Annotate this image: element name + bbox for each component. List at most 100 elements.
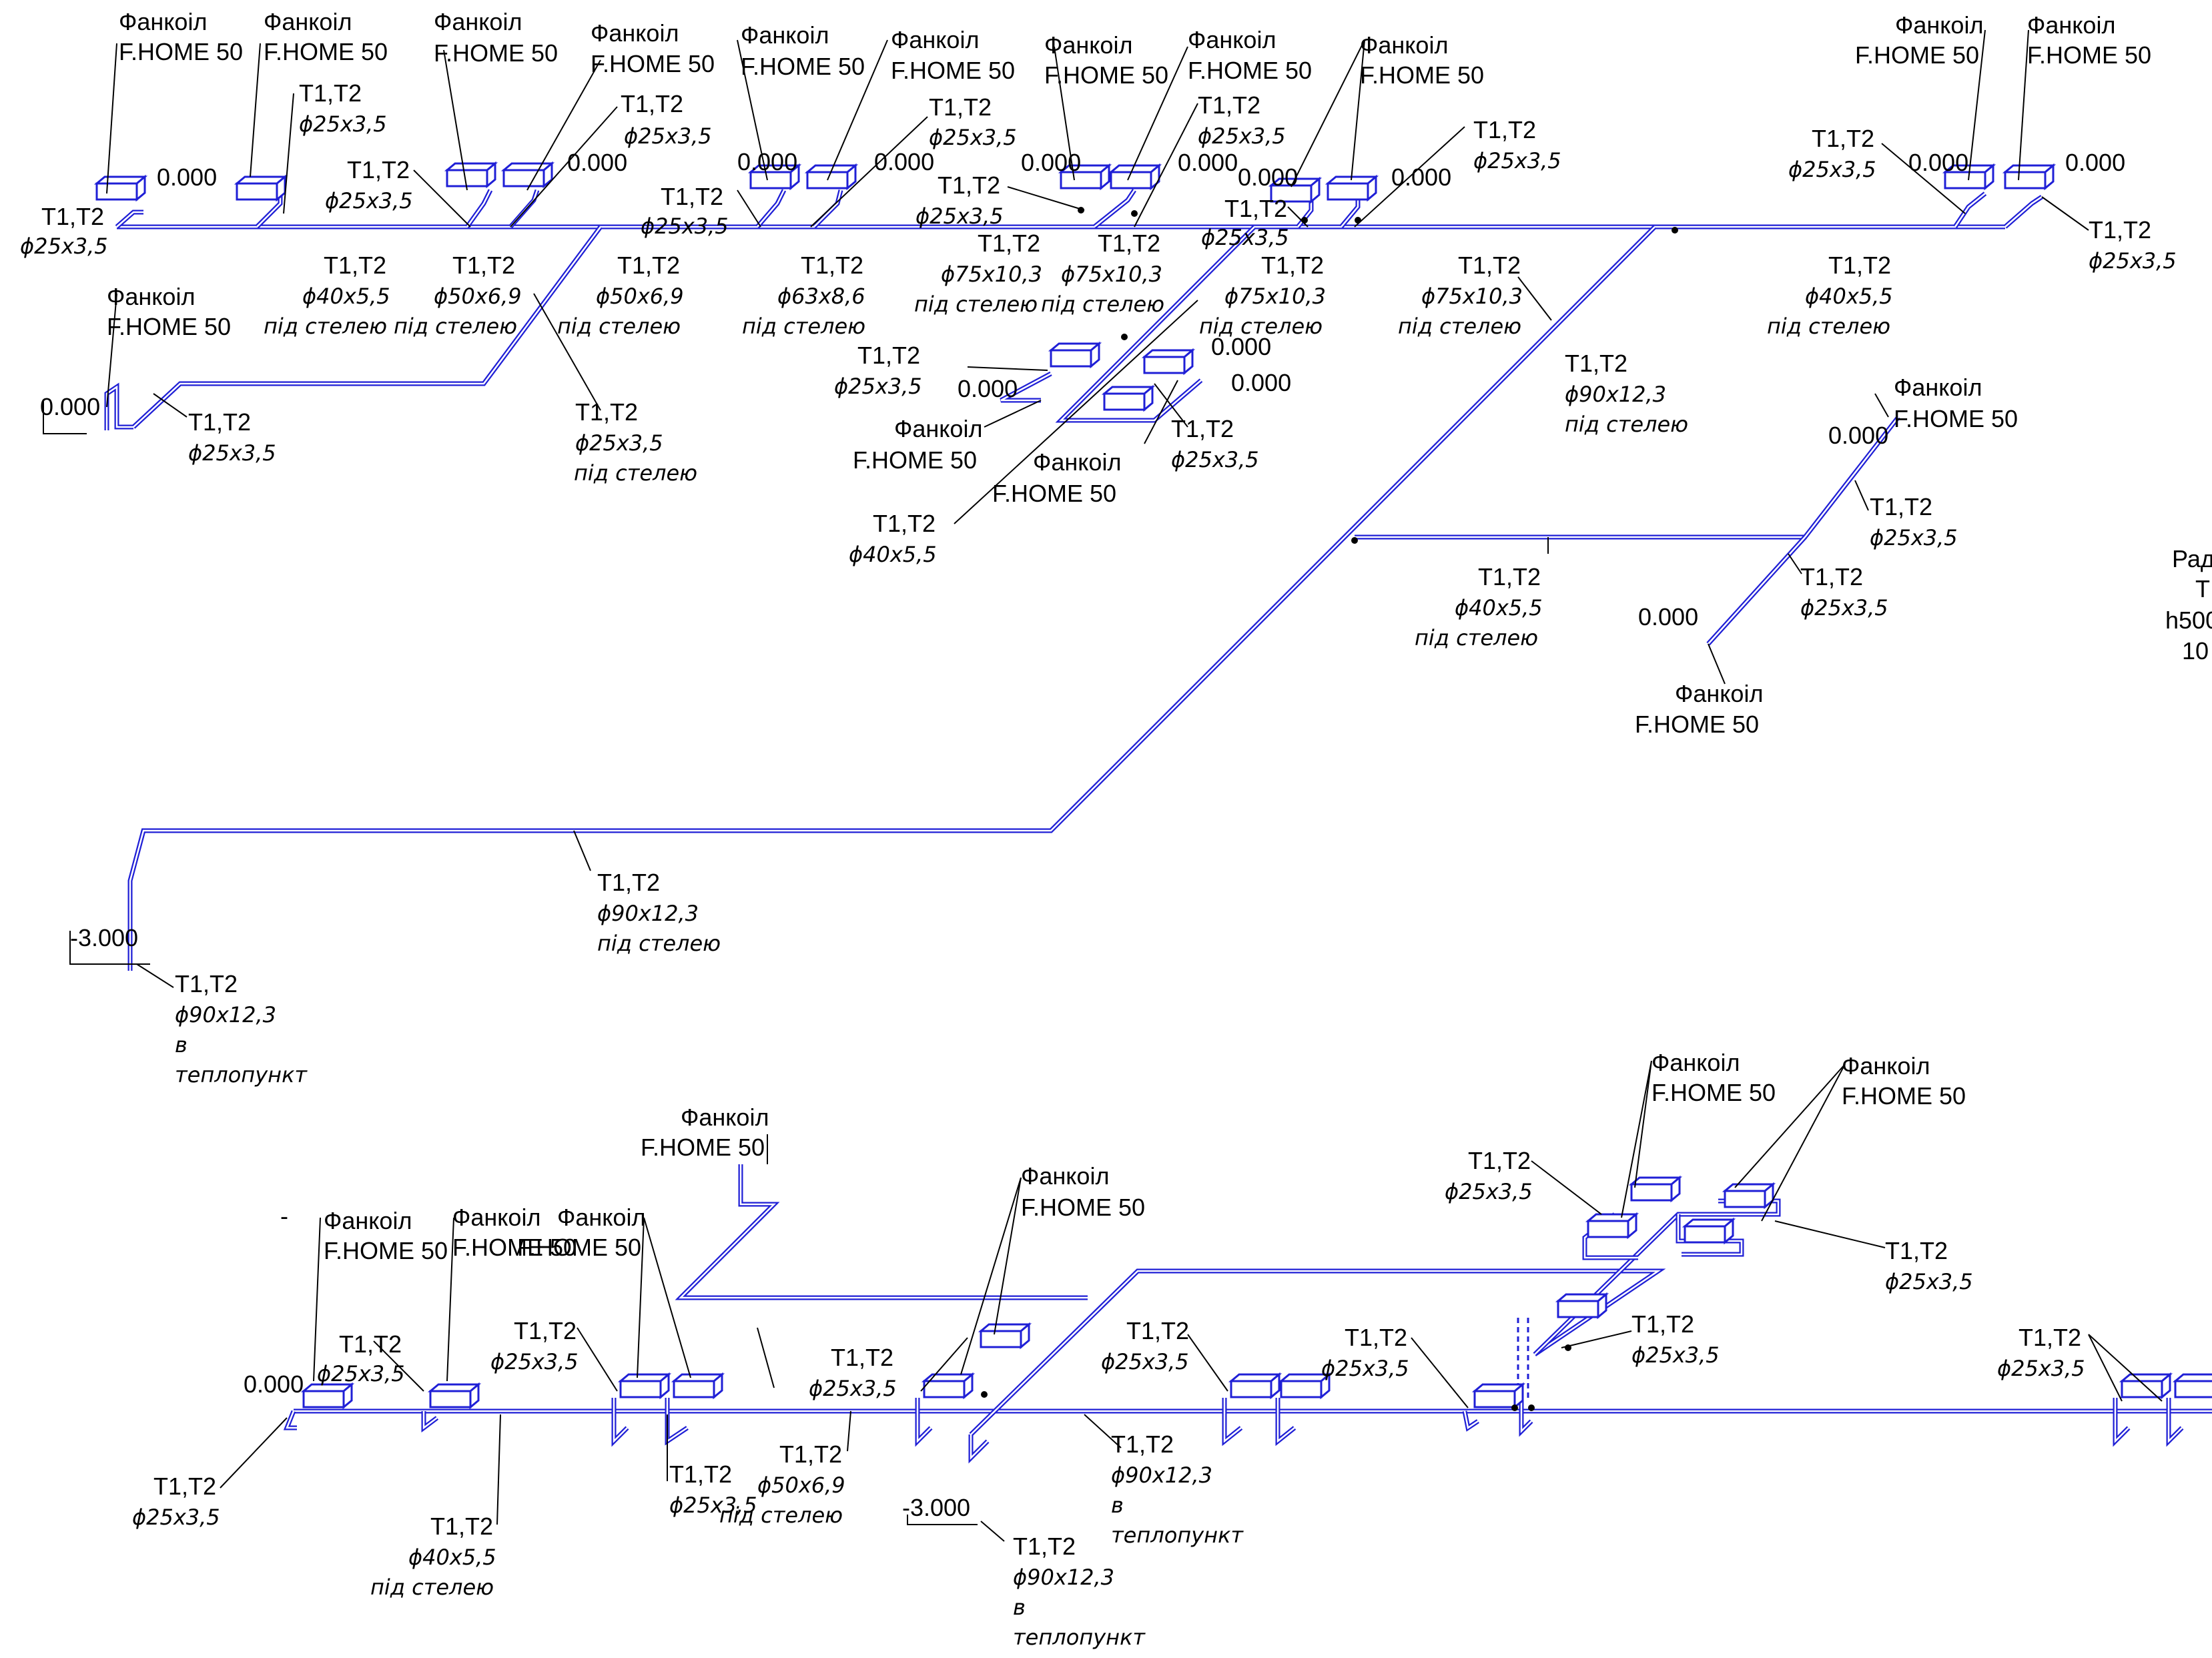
drawing-label: T1,T2 [779, 1440, 842, 1468]
drawing-label: Фанкоіл [452, 1204, 540, 1231]
drawing-label: T1,T2 [430, 1513, 493, 1540]
drawing-label: T1,T2 [347, 156, 410, 183]
drawing-label: ϕ25x3,5 [317, 1361, 405, 1386]
drawing-label: Т [2195, 575, 2210, 602]
drawing-label: T1,T2 [669, 1461, 732, 1488]
fancoil-label: Фанкоіл [1360, 31, 1448, 59]
fancoil-unit [1722, 1182, 1776, 1210]
drawing-label: 0.000 [1828, 422, 1888, 449]
fancoil-model-label: F.HOME 50 [2027, 41, 2151, 69]
drawing-label: 0.000 [1211, 333, 1271, 360]
drawing-label: ϕ25x3,5 [1171, 447, 1259, 472]
fancoil-unit [500, 161, 555, 189]
drawing-label: T1,T2 [1828, 252, 1891, 279]
drawing-label: T1,T2 [1013, 1533, 1076, 1560]
drawing-label: ϕ25x3,5 [624, 123, 712, 149]
drawing-label: Фанкоіл [1651, 1049, 1740, 1076]
drawing-label: ϕ90x12,3 [1111, 1463, 1212, 1488]
fancoil-unit [1141, 348, 1196, 376]
drawing-label: T1,T2 [1171, 415, 1234, 442]
drawing-label: T1,T2 [801, 252, 863, 279]
drawing-label: теплопункт [1111, 1523, 1244, 1548]
drawing-label: ϕ25x3,5 [1631, 1342, 1720, 1368]
fancoil-unit [1471, 1382, 1526, 1410]
drawing-label: під стелею [574, 460, 697, 486]
fancoil-unit [300, 1382, 355, 1410]
drawing-label: ϕ25x3,5 [20, 234, 108, 259]
drawing-label: T1,T2 [597, 869, 660, 896]
drawing-label: теплопункт [1013, 1625, 1146, 1650]
drawing-label: під стелею [742, 314, 865, 339]
drawing-label: 0.000 [1238, 163, 1298, 191]
drawing-label: ϕ40x5,5 [302, 284, 390, 309]
fancoil-model-label: F.HOME 50 [1044, 61, 1168, 89]
drawing-label: ϕ25x3,5 [1788, 157, 1876, 182]
fancoil-label: Фанкоіл [741, 21, 829, 49]
drawing-label: Фанкоіл [557, 1204, 645, 1231]
drawing-label: T1,T2 [1098, 230, 1160, 257]
drawing-label: T1,T2 [873, 510, 936, 537]
fancoil-unit [1628, 1175, 1683, 1203]
drawing-label: F.HOME 50 [324, 1237, 448, 1264]
fancoil-unit [1585, 1212, 1639, 1240]
drawing-label: ϕ25x3,5 [132, 1505, 220, 1530]
drawing-label: ϕ25x3,5 [1445, 1179, 1533, 1204]
drawing-label: T1,T2 [1468, 1147, 1531, 1174]
drawing-label: T1,T2 [1870, 493, 1932, 520]
drawing-label: Рад [2172, 545, 2212, 572]
fancoil-label: Фанкоіл [119, 8, 207, 35]
drawing-label: ϕ25x3,5 [834, 374, 922, 399]
drawing-label: F.HOME 50 [641, 1134, 765, 1161]
drawing-label: ϕ90x12,3 [175, 1002, 276, 1027]
fancoil-unit [2002, 163, 2057, 191]
drawing-label: T1,T2 [41, 203, 104, 230]
drawing-label: T1,T2 [324, 252, 386, 279]
fancoil-model-label: F.HOME 50 [1894, 405, 2018, 432]
drawing-label: 0.000 [958, 375, 1018, 402]
fancoil-unit [1682, 1217, 1736, 1245]
drawing-label: T1,T2 [1458, 252, 1521, 279]
drawing-label: ϕ25x3,5 [641, 214, 729, 239]
drawing-label: під стелею [1041, 292, 1164, 317]
labels: Фанкоіл F.HOME 50 Фанкоіл F.HOME 50 Фанк… [20, 8, 2212, 1650]
drawing-label: ϕ25x3,5 [915, 203, 1004, 229]
drawing-label: ϕ75x10,3 [1224, 284, 1326, 309]
drawing-label: 0.000 [2065, 149, 2125, 176]
fancoil-model-label: F.HOME 50 [853, 446, 977, 474]
drawing-label: ϕ25x3,5 [325, 188, 413, 214]
fancoil-label: Фанкоіл [894, 415, 982, 442]
fancoil-model-label: F.HOME 50 [1188, 57, 1312, 84]
drawing-label: ϕ75x10,3 [1421, 284, 1523, 309]
drawing-label: T1,T2 [1345, 1324, 1407, 1351]
drawing-label: T1,T2 [1885, 1237, 1948, 1264]
drawing-label: - [280, 1202, 288, 1230]
drawing-label: під стелею [597, 931, 721, 956]
drawing-label: ϕ25x3,5 [188, 440, 276, 466]
drawing-label: Фанкоіл [681, 1104, 769, 1131]
drawing-label: ϕ75x10,3 [1061, 262, 1162, 287]
drawing-label: T1,T2 [1111, 1430, 1174, 1458]
drawing-label: під стелею [1415, 625, 1538, 651]
fancoil-label: Фанкоіл [1188, 26, 1276, 53]
fancoil-label: Фанкоіл [1044, 31, 1132, 59]
drawing-label: F.HOME 50 [1842, 1082, 1966, 1110]
drawing-label: T1,T2 [153, 1473, 216, 1500]
drawing-label: Фанкоіл [1021, 1162, 1109, 1190]
drawing-label: 0.000 [1178, 149, 1238, 176]
drawing-label: T1,T2 [575, 398, 638, 426]
drawing-label: T1,T2 [1126, 1317, 1189, 1344]
drawing-label: 0.000 [737, 148, 797, 175]
drawing-label: T1,T2 [831, 1344, 893, 1371]
drawing-label: ϕ25x3,5 [490, 1349, 579, 1374]
drawing-label: 0.000 [1021, 149, 1081, 176]
drawing-label: T1,T2 [1224, 195, 1287, 222]
drawing-label: 0.000 [1638, 603, 1698, 631]
drawing-label: T1,T2 [938, 171, 1000, 199]
drawing-label: ϕ40x5,5 [1455, 595, 1543, 620]
drawing-label: в [175, 1032, 188, 1058]
drawing-label: ϕ40x5,5 [1805, 284, 1893, 309]
drawing-label: F.HOME 50 [1651, 1079, 1776, 1106]
drawing-label: T1,T2 [1473, 116, 1536, 143]
drawing-label: 0.000 [1908, 149, 1968, 176]
